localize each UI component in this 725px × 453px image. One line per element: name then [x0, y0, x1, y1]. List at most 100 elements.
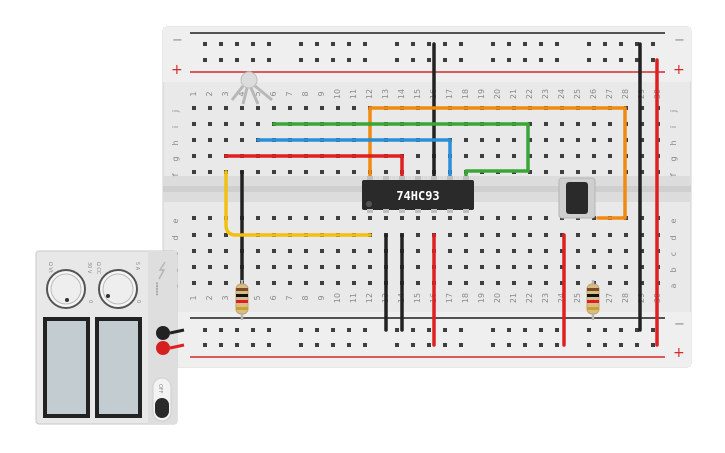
terminal-hole[interactable]	[464, 216, 468, 220]
rail-hole[interactable]	[347, 343, 351, 347]
rail-hole[interactable]	[363, 343, 367, 347]
terminal-hole[interactable]	[480, 265, 484, 269]
terminal-hole[interactable]	[224, 122, 228, 126]
terminal-hole[interactable]	[576, 233, 580, 237]
rail-hole[interactable]	[443, 58, 447, 62]
terminal-hole[interactable]	[400, 216, 404, 220]
terminal-hole[interactable]	[624, 281, 628, 285]
terminal-hole[interactable]	[640, 170, 644, 174]
rail-hole[interactable]	[619, 343, 623, 347]
terminal-hole[interactable]	[608, 281, 612, 285]
rail-hole[interactable]	[651, 58, 655, 62]
terminal-hole[interactable]	[336, 216, 340, 220]
terminal-hole[interactable]	[592, 154, 596, 158]
rail-hole[interactable]	[491, 58, 495, 62]
terminal-hole[interactable]	[272, 106, 276, 110]
rail-hole[interactable]	[651, 42, 655, 46]
terminal-hole[interactable]	[560, 170, 564, 174]
terminal-hole[interactable]	[496, 265, 500, 269]
rail-hole[interactable]	[491, 328, 495, 332]
terminal-hole[interactable]	[320, 106, 324, 110]
terminal-hole[interactable]	[640, 281, 644, 285]
rail-hole[interactable]	[555, 328, 559, 332]
terminal-hole[interactable]	[608, 138, 612, 142]
rail-hole[interactable]	[203, 58, 207, 62]
rail-hole[interactable]	[411, 58, 415, 62]
terminal-hole[interactable]	[528, 216, 532, 220]
resistor-icon[interactable]	[586, 280, 600, 320]
terminal-hole[interactable]	[352, 249, 356, 253]
terminal-hole[interactable]	[576, 154, 580, 158]
resistor-icon[interactable]	[235, 280, 249, 320]
terminal-hole[interactable]	[352, 281, 356, 285]
rail-hole[interactable]	[635, 328, 639, 332]
wire-blue[interactable]	[256, 138, 452, 180]
rail-hole[interactable]	[411, 343, 415, 347]
terminal-hole[interactable]	[512, 138, 516, 142]
rail-hole[interactable]	[443, 343, 447, 347]
terminal-hole[interactable]	[560, 154, 564, 158]
rail-hole[interactable]	[235, 343, 239, 347]
rail-hole[interactable]	[331, 343, 335, 347]
rail-hole[interactable]	[219, 328, 223, 332]
terminal-hole[interactable]	[320, 249, 324, 253]
rail-hole[interactable]	[427, 42, 431, 46]
terminal-hole[interactable]	[272, 216, 276, 220]
rail-hole[interactable]	[507, 58, 511, 62]
terminal-hole[interactable]	[560, 249, 564, 253]
terminal-hole[interactable]	[576, 265, 580, 269]
terminal-hole[interactable]	[592, 249, 596, 253]
terminal-hole[interactable]	[192, 233, 196, 237]
rail-hole[interactable]	[427, 58, 431, 62]
terminal-hole[interactable]	[640, 106, 644, 110]
terminal-hole[interactable]	[192, 122, 196, 126]
rail-hole[interactable]	[507, 343, 511, 347]
rail-hole[interactable]	[203, 343, 207, 347]
terminal-hole[interactable]	[624, 233, 628, 237]
terminal-hole[interactable]	[336, 265, 340, 269]
rail-hole[interactable]	[363, 42, 367, 46]
terminal-hole[interactable]	[256, 106, 260, 110]
terminal-hole[interactable]	[384, 216, 388, 220]
negative-terminal[interactable]	[156, 326, 170, 340]
rail-hole[interactable]	[619, 42, 623, 46]
rail-hole[interactable]	[555, 58, 559, 62]
wire-orange[interactable]	[368, 106, 627, 220]
wire-yellow[interactable]	[224, 170, 372, 237]
terminal-hole[interactable]	[576, 281, 580, 285]
rail-hole[interactable]	[363, 328, 367, 332]
rail-hole[interactable]	[491, 42, 495, 46]
rail-hole[interactable]	[523, 42, 527, 46]
rail-hole[interactable]	[219, 42, 223, 46]
chip-74hc93[interactable]: 74HC93	[362, 176, 474, 213]
positive-terminal[interactable]	[156, 341, 170, 355]
rail-hole[interactable]	[651, 328, 655, 332]
terminal-hole[interactable]	[544, 249, 548, 253]
terminal-hole[interactable]	[560, 122, 564, 126]
terminal-hole[interactable]	[416, 216, 420, 220]
terminal-hole[interactable]	[208, 138, 212, 142]
rail-hole[interactable]	[587, 58, 591, 62]
terminal-hole[interactable]	[416, 265, 420, 269]
current-knob[interactable]: Ω CC 5 A 0	[95, 262, 141, 309]
terminal-hole[interactable]	[608, 265, 612, 269]
terminal-hole[interactable]	[224, 281, 228, 285]
terminal-hole[interactable]	[208, 281, 212, 285]
terminal-hole[interactable]	[640, 249, 644, 253]
terminal-hole[interactable]	[640, 216, 644, 220]
terminal-hole[interactable]	[288, 106, 292, 110]
rail-hole[interactable]	[587, 42, 591, 46]
rail-hole[interactable]	[331, 42, 335, 46]
rail-hole[interactable]	[555, 42, 559, 46]
terminal-hole[interactable]	[240, 106, 244, 110]
terminal-hole[interactable]	[464, 281, 468, 285]
terminal-hole[interactable]	[528, 122, 532, 126]
terminal-hole[interactable]	[560, 233, 564, 237]
rail-hole[interactable]	[331, 58, 335, 62]
terminal-hole[interactable]	[416, 249, 420, 253]
terminal-hole[interactable]	[416, 154, 420, 158]
rail-hole[interactable]	[315, 343, 319, 347]
rail-hole[interactable]	[603, 343, 607, 347]
rail-hole[interactable]	[251, 328, 255, 332]
rail-hole[interactable]	[267, 328, 271, 332]
